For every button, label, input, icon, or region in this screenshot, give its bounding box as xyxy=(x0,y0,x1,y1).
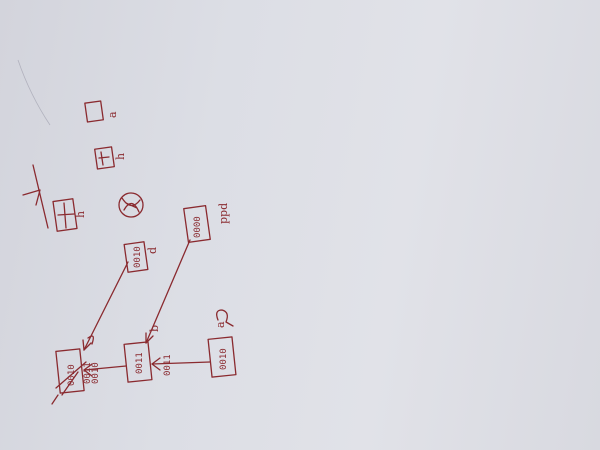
edge-bottom-to-mid-label: 0011 xyxy=(163,354,173,376)
node-right-label: 0000 xyxy=(193,216,203,238)
node-left-label: 0010 xyxy=(67,364,77,386)
legend-mark-3: h xyxy=(74,211,87,218)
node-top: 0010 d xyxy=(123,241,159,273)
legend-area: a h h xyxy=(22,100,144,232)
edge-mid-to-left-label: 0010 xyxy=(91,362,101,384)
node-bottom-label: 0010 xyxy=(219,348,229,370)
legend-glyph xyxy=(22,189,41,206)
node-top-label: 0010 xyxy=(133,246,143,268)
legend-mark-2: h xyxy=(114,153,127,160)
edge-mid-to-left xyxy=(83,365,127,371)
scribble-circle xyxy=(118,192,144,218)
node-bottom-loop xyxy=(216,309,234,327)
node-left-marks xyxy=(51,335,94,405)
node-right-tag: ppd xyxy=(217,203,230,224)
edge-top-to-left-arrow xyxy=(82,339,92,351)
node-bottom-tag: a xyxy=(214,321,227,328)
node-right: 0000 ppd xyxy=(183,203,230,244)
legend-box-2-mark xyxy=(98,151,110,166)
edge-top-to-left xyxy=(83,261,129,351)
node-mid: 0011 b xyxy=(123,325,161,383)
legend-mark-1: a xyxy=(106,111,119,118)
node-left: 0010 xyxy=(51,335,94,405)
legend-box-3 xyxy=(52,198,78,232)
legend-rule xyxy=(32,164,49,229)
node-mid-label: 0011 xyxy=(135,352,145,374)
legend-box-2 xyxy=(94,146,115,170)
legend-box-1 xyxy=(84,100,104,123)
edges: 0011 0010 0011 xyxy=(82,239,211,384)
node-top-tag: d xyxy=(146,247,159,254)
edge-mid-to-left-arrow xyxy=(83,363,93,377)
edge-right-to-mid xyxy=(145,239,191,344)
legend-box-3-mark xyxy=(57,202,75,229)
node-mid-tag: b xyxy=(148,325,161,332)
edge-bottom-to-mid-arrow xyxy=(151,357,161,371)
node-bottom: 0010 a xyxy=(207,309,237,378)
edge-mid-label: 0011 xyxy=(83,362,93,384)
edge-right-to-mid-arrow xyxy=(145,332,154,344)
node-left-strike xyxy=(55,361,87,396)
edge-bottom-to-mid xyxy=(151,361,211,365)
